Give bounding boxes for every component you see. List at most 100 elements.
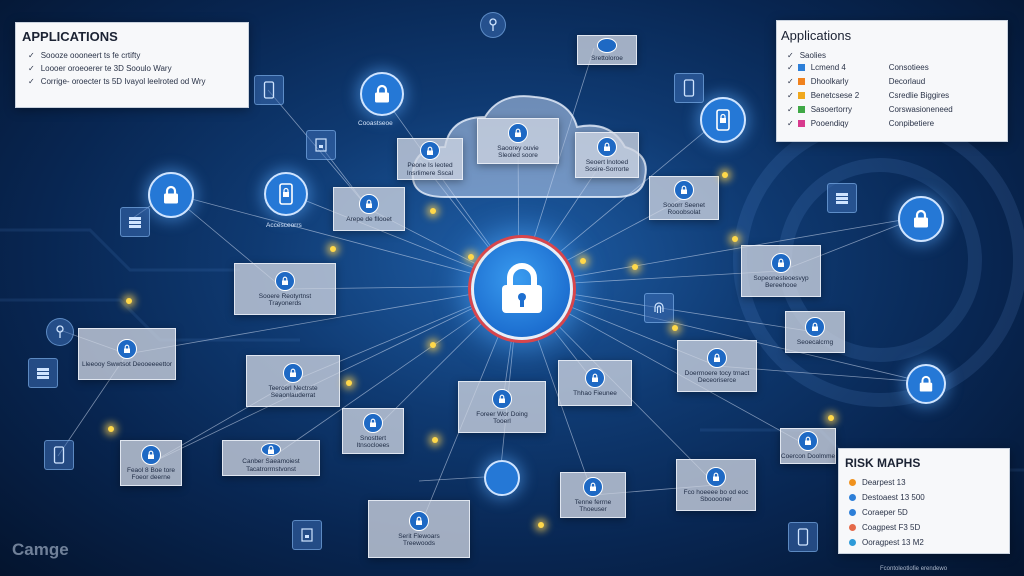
phone-lock-bubble[interactable]	[264, 172, 308, 216]
cloud-node[interactable]: Peone Is leoted Insrlimere Sscal	[397, 138, 463, 180]
list-item: ✓Soooze oooneert ts fe crtifty	[28, 51, 248, 60]
node-label: Seoert lnotoed	[585, 158, 629, 166]
node-label: Snosttert	[359, 434, 386, 442]
cloud-lock-caption: Cooastseoe	[358, 120, 393, 127]
glow-dot	[722, 172, 728, 178]
lock-icon	[363, 412, 383, 433]
phone-icon[interactable]	[254, 75, 284, 105]
padlock-icon	[164, 185, 178, 204]
node-label: Rooobsolat	[667, 209, 701, 216]
glow-dot	[108, 426, 114, 432]
network-node[interactable]: Coercon Doolmme	[780, 428, 836, 464]
node-label: Foreer Wor Doing	[476, 410, 528, 418]
lock-bubble[interactable]	[148, 172, 194, 218]
legend-value: Decorlaud	[888, 77, 926, 86]
lock-bubble[interactable]	[906, 364, 946, 404]
server-icon[interactable]	[120, 207, 150, 237]
node-label: Serit Flewoars	[398, 532, 440, 540]
node-label: Thhao Fieunee	[573, 390, 617, 398]
central-security-lock[interactable]	[471, 238, 573, 340]
node-label: Lleeooy Swwtsot Deooeeeettor	[82, 361, 172, 369]
node-label: Thoeuser	[579, 506, 607, 513]
node-label: Treewoods	[403, 540, 435, 547]
cloud-node[interactable]: Saoorey ouvie Sleoled soore	[477, 118, 559, 164]
legend-label: Pooendiqy	[810, 119, 849, 128]
node-label: Sbooooner	[700, 496, 732, 503]
legend-label: Dhoolkarly	[810, 77, 849, 86]
document-lock-icon[interactable]	[292, 520, 322, 550]
lock-icon	[583, 476, 603, 497]
risk-maps-title: RISK MAPHS	[845, 456, 921, 470]
legend-header: ✓Saolies	[787, 51, 826, 60]
fingerprint-icon[interactable]	[644, 293, 674, 323]
lock-bubble[interactable]	[360, 72, 404, 116]
lock-icon	[805, 317, 825, 338]
node-label: Tacatrorrnstvonst	[246, 465, 296, 473]
server-icon[interactable]	[28, 358, 58, 388]
lock-icon	[420, 141, 440, 161]
legend-value: Consotiees	[888, 63, 929, 72]
lock-icon	[597, 38, 617, 53]
network-node[interactable]: Seoecalcrng	[785, 311, 845, 353]
lock-icon	[674, 179, 694, 200]
lock-icon	[409, 510, 429, 531]
legend-value: Corswasioneneed	[888, 105, 953, 114]
key-icon[interactable]	[46, 318, 74, 346]
lock-icon	[585, 368, 605, 389]
network-node[interactable]: Thhao Fieunee	[558, 360, 632, 406]
glow-dot	[580, 258, 586, 264]
network-node[interactable]: Srettoloroe	[577, 35, 637, 65]
glow-dot	[346, 380, 352, 386]
phone-icon[interactable]	[44, 440, 74, 470]
phone-icon[interactable]	[674, 73, 704, 103]
lock-bubble[interactable]	[898, 196, 944, 242]
document-lock-icon[interactable]	[306, 130, 336, 160]
glow-dot	[126, 298, 132, 304]
risk-dot	[849, 479, 856, 486]
node-label: Tooerl	[493, 418, 511, 425]
glow-dot	[330, 246, 336, 252]
glow-dot	[432, 437, 438, 443]
risk-dot	[849, 539, 856, 546]
lock-icon	[275, 270, 295, 291]
glow-dot	[430, 208, 436, 214]
lock-icon	[707, 347, 727, 368]
legend-label: Benetcsese 2	[810, 91, 860, 100]
risk-dot	[849, 524, 856, 531]
phone-lock-bubble[interactable]	[700, 97, 746, 143]
network-node[interactable]: Lleeooy Swwtsot Deooeeeettor	[78, 328, 176, 380]
legend-label: Lcmend 4	[810, 63, 846, 72]
cloud-node[interactable]: Seoert lnotoed Sosire-Sorrorte	[575, 132, 639, 178]
applications-panel-title: APPLICATIONS	[22, 29, 118, 44]
connection-line	[518, 216, 920, 287]
node-label: Tenne ferrne	[574, 498, 612, 506]
signal-bubble[interactable]	[484, 460, 520, 496]
server-icon[interactable]	[827, 183, 857, 213]
key-icon[interactable]	[480, 12, 506, 38]
mobile-lock-icon	[279, 183, 293, 205]
legend-swatch	[797, 78, 805, 85]
phone-icon[interactable]	[788, 522, 818, 552]
node-label: Feaol 8 Boe tore	[126, 466, 176, 474]
lock-icon	[117, 339, 137, 360]
network-node[interactable]: Arepe de fllooet	[333, 187, 405, 231]
list-item: ✓Corrige- oroecter ts 5D Ivayol leelrote…	[28, 77, 248, 86]
node-label: Canber Saeamoiest	[242, 458, 300, 466]
connection-line	[518, 285, 925, 383]
